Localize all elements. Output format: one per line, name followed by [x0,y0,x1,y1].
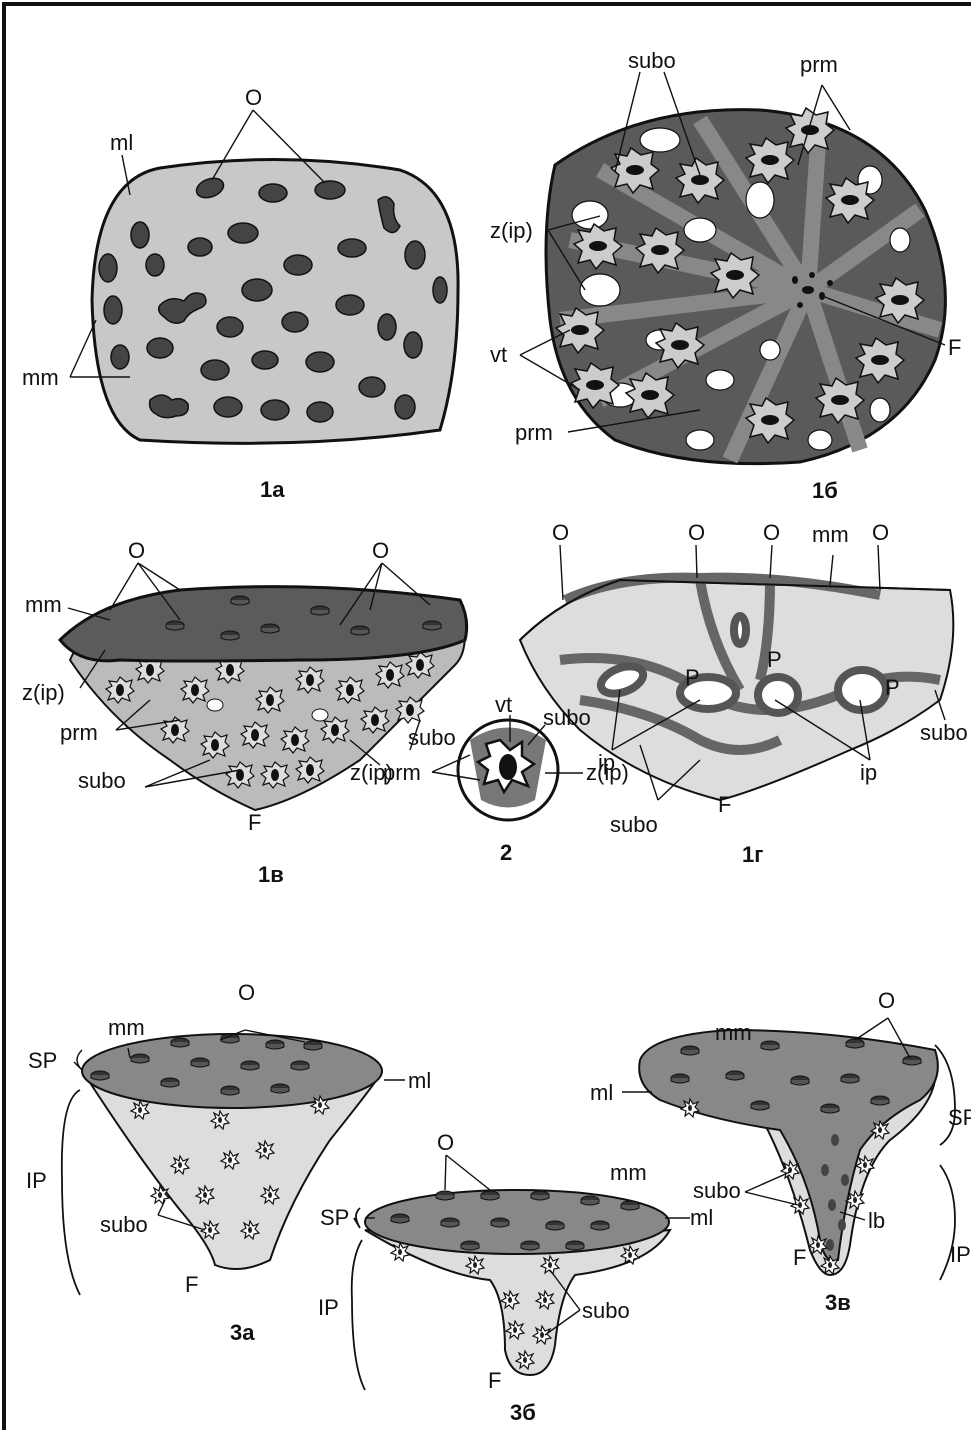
1g-label-subo-bottom: subo [610,812,658,837]
1b-label-prm-bottom: prm [515,420,553,445]
1a-label-mm: mm [22,365,59,390]
1g-label-subo-right: subo [920,720,968,745]
3b-label-O: O [437,1130,454,1155]
3v-label-SP: SP [948,1105,971,1130]
3a-label-SP: SP [28,1048,57,1073]
1v-upper-mat [60,587,467,661]
fig-3v: mm O ml SP subo lb IP F 3в [590,988,971,1315]
1g-label-O-3: O [763,520,780,545]
1g-label-mm: mm [812,522,849,547]
1v-label-subo-right: subo [408,725,456,750]
1v-label-prm: prm [60,720,98,745]
caption-1a: 1a [260,477,285,502]
1v-label-subo-left: subo [78,768,126,793]
2-label-prm: prm [383,760,421,785]
1b-label-subo: subo [628,48,676,73]
3v-label-lb: lb [868,1208,885,1233]
1g-label-F: F [718,792,731,817]
3b-label-IP: IP [318,1295,339,1320]
3a-label-IP: IP [26,1168,47,1193]
1v-label-O-left: O [128,538,145,563]
3b-label-SP: SP [320,1205,349,1230]
1v-label-F: F [248,810,261,835]
3v-label-O: O [878,988,895,1013]
1b-label-zip: z(ip) [490,218,533,243]
2-label-zip: z(ip) [586,760,629,785]
caption-1v: 1в [258,862,284,887]
3v-label-mm: mm [715,1020,752,1045]
fig-1g: O O O mm O P P P ip ip subo subo F 1г [520,520,968,867]
2-label-vt: vt [495,692,512,717]
2-label-subo: subo [543,705,591,730]
1g-label-O-4: O [872,520,889,545]
caption-3b: 3б [510,1400,536,1425]
3v-upper-mat [639,1030,938,1261]
3b-label-subo: subo [582,1298,630,1323]
3b-label-ml: ml [690,1205,713,1230]
3a-label-O: O [238,980,255,1005]
1g-label-P-1: P [685,665,700,690]
3b-label-F: F [488,1368,501,1393]
caption-2: 2 [500,840,512,865]
1v-label-mm: mm [25,592,62,617]
3a-label-mm: mm [108,1015,145,1040]
1g-label-P-3: P [885,675,900,700]
3a-upper-mat [82,1034,382,1108]
fig-1b: subo prm z(ip) vt prm F 1б [490,48,961,503]
1b-label-prm-top: prm [800,52,838,77]
3v-label-F: F [793,1245,806,1270]
3a-label-F: F [185,1272,198,1297]
1v-label-O-right: O [372,538,389,563]
1b-label-F: F [948,335,961,360]
fig-1a: O ml mm 1a [22,85,458,502]
3v-label-IP: IP [950,1242,971,1267]
3v-label-ml: ml [590,1080,613,1105]
caption-3v: 3в [825,1290,851,1315]
fig-1v: O O mm z(ip) prm subo subo z(ip) F 1в [22,538,467,887]
3b-upper-mat [365,1190,669,1254]
caption-1b: 1б [812,478,838,503]
1g-label-O-1: O [552,520,569,545]
3a-label-subo: subo [100,1212,148,1237]
3b-label-mm: mm [610,1160,647,1185]
caption-1g: 1г [742,842,763,867]
1v-label-zip-left: z(ip) [22,680,65,705]
fig-3a: mm O SP ml IP subo F 3a [26,980,431,1345]
1g-label-P-2: P [767,647,782,672]
1g-label-O-2: O [688,520,705,545]
caption-3a: 3a [230,1320,255,1345]
1g-label-ip-right: ip [860,760,877,785]
3a-label-ml: ml [408,1068,431,1093]
3v-label-subo: subo [693,1178,741,1203]
fig-3b: O mm SP ml IP subo F 3б [318,1130,713,1425]
1b-label-vt: vt [490,342,507,367]
1a-label-O: O [245,85,262,110]
1a-label-ml: ml [110,130,133,155]
